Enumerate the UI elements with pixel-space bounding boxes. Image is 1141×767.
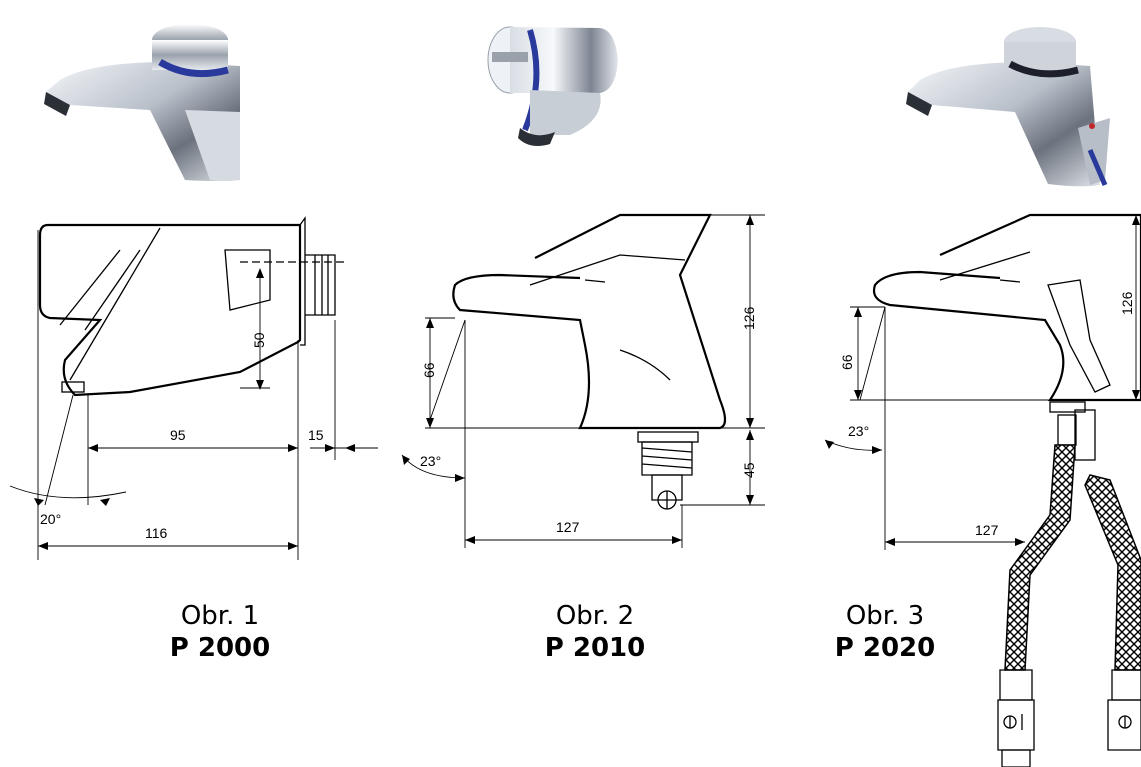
- p2000-illustration: 50 95 15 116 20°: [9, 24, 378, 560]
- p2020-drawing: 126 66 127 23°: [824, 213, 1141, 767]
- svg-text:66: 66: [839, 354, 855, 370]
- caption-p2010: Obr. 2 P 2010: [475, 600, 715, 664]
- svg-text:127: 127: [975, 522, 999, 538]
- p2020-photo: [906, 27, 1110, 187]
- p2000-drawing: 50 95 15 116 20°: [9, 215, 378, 560]
- svg-text:126: 126: [1119, 291, 1135, 315]
- product-panel-p2000: 50 95 15 116 20° Obr. 1 P 2000: [0, 0, 380, 767]
- figure-label: Obr. 2: [555, 601, 635, 631]
- p2010-photo: [487, 26, 618, 146]
- svg-text:23°: 23°: [420, 453, 441, 469]
- model-name: P 2010: [544, 633, 646, 663]
- svg-text:66: 66: [421, 362, 437, 378]
- svg-text:50: 50: [251, 332, 267, 348]
- product-panel-p2020: 126 66 127 23° Obr. 3 P 2020: [770, 0, 1141, 767]
- svg-text:45: 45: [741, 462, 757, 478]
- svg-text:127: 127: [556, 519, 580, 535]
- p2010-drawing: 126 45 66 127 23°: [401, 213, 765, 548]
- p2010-illustration: 126 45 66 127 23°: [401, 26, 765, 548]
- svg-text:116: 116: [145, 525, 168, 541]
- model-name: P 2020: [834, 633, 936, 663]
- model-name: P 2000: [169, 633, 271, 663]
- p2000-photo: [44, 24, 240, 181]
- svg-text:15: 15: [308, 427, 324, 443]
- product-panel-p2010: 126 45 66 127 23° Obr. 2 P 2010: [380, 0, 770, 767]
- p2020-illustration: 126 66 127 23°: [824, 27, 1141, 767]
- svg-text:126: 126: [741, 306, 757, 330]
- caption-p2020: Obr. 3 P 2020: [770, 600, 1000, 664]
- figure-label: Obr. 3: [845, 601, 925, 631]
- svg-text:20°: 20°: [40, 511, 61, 527]
- svg-text:95: 95: [170, 427, 186, 443]
- caption-p2000: Obr. 1 P 2000: [100, 600, 340, 664]
- svg-text:23°: 23°: [848, 423, 869, 439]
- figure-label: Obr. 1: [180, 601, 260, 631]
